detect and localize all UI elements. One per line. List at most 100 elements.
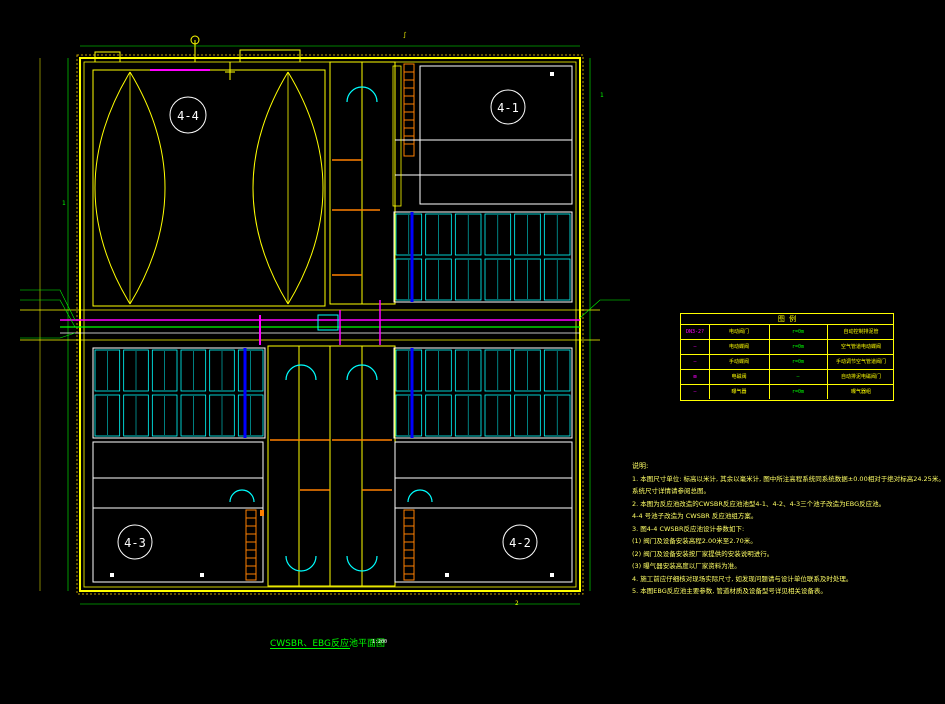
top-section-marker: ∫ bbox=[403, 32, 407, 39]
legend-cell: — bbox=[681, 340, 710, 354]
aerator-cell bbox=[237, 349, 264, 392]
aerator-cell bbox=[425, 258, 452, 301]
aerator-cell bbox=[543, 349, 571, 392]
legend-cell: 曝气器 bbox=[709, 385, 770, 399]
aerator-cell bbox=[425, 349, 452, 392]
notes-line: 3. 图4-4 CWSBR反应池设计参数如下: bbox=[632, 524, 745, 533]
legend-cell: 曝气器组 bbox=[850, 389, 871, 395]
room-4-4-label-circle bbox=[169, 96, 207, 134]
legend-cell: r=0m bbox=[769, 355, 828, 369]
aerator-cell bbox=[180, 394, 207, 437]
aerator-cell bbox=[454, 258, 482, 301]
aerator-cell bbox=[425, 213, 452, 256]
legend-cell: 手动调节空气管道阀门 bbox=[835, 359, 886, 365]
right-section-marker: 1 bbox=[600, 92, 604, 99]
blue-headers bbox=[243, 212, 414, 438]
cyan-arcs bbox=[229, 86, 433, 572]
drawing-scale: 1:200 bbox=[372, 639, 388, 645]
aerator-cell bbox=[514, 349, 541, 392]
aerator-cell bbox=[94, 394, 121, 437]
bottom-section-marker: 2 bbox=[515, 600, 519, 607]
aerator-cell bbox=[395, 258, 423, 301]
markers bbox=[110, 72, 554, 577]
aerator-cell bbox=[209, 349, 235, 392]
aerator-cell bbox=[484, 394, 512, 437]
aerator-grid-frame bbox=[393, 211, 573, 303]
left-leaders bbox=[20, 289, 76, 339]
aerator-cell bbox=[484, 349, 512, 392]
room-4-3-label: 4-3 bbox=[124, 536, 146, 550]
aerator-cell bbox=[425, 394, 452, 437]
legend-cell: DN3-2? bbox=[681, 325, 710, 339]
left-section-marker: 1 bbox=[62, 200, 66, 207]
diffuser-arc-left-2 bbox=[129, 71, 166, 305]
orange-baffles bbox=[270, 159, 392, 491]
aerator-cell bbox=[484, 213, 512, 256]
aerator-cell bbox=[395, 394, 423, 437]
aerator-cell bbox=[454, 349, 482, 392]
notes-line: 2. 本图为反应池改造的CWSBR反应池池型4-1、4-2、4-3三个池子改造为… bbox=[632, 499, 886, 508]
legend-cell: 自动排泥电磁阀门 bbox=[840, 374, 881, 380]
aerator-grid-frame bbox=[92, 347, 266, 439]
design-notes: 说明: 1. 本图尺寸单位: 标高以米计, 其余以毫米计, 图中所注高程系统同系… bbox=[632, 460, 945, 598]
legend-cell: — bbox=[769, 370, 828, 384]
drawing-title: CWSBR、EBG反应池平面图 bbox=[270, 636, 385, 649]
aerator-cell bbox=[514, 258, 541, 301]
legend-cell: 手动蝶阀 bbox=[709, 355, 770, 369]
center-channels bbox=[267, 61, 396, 587]
legend-cell: r=0m bbox=[769, 385, 828, 399]
aerator-cell bbox=[123, 394, 149, 437]
aerator-cell bbox=[237, 394, 264, 437]
legend-cell: 空气管道电动蝶阀 bbox=[840, 344, 881, 350]
aerator-cell bbox=[543, 394, 571, 437]
notes-line: 1. 本图尺寸单位: 标高以米计, 其余以毫米计, 图中所注高程系统同系统数据±… bbox=[632, 474, 945, 483]
room-4-1-label: 4-1 bbox=[497, 101, 519, 115]
aerator-cell bbox=[454, 213, 482, 256]
aerator-cell bbox=[151, 394, 178, 437]
room-4-4 bbox=[92, 69, 326, 307]
room-4-2 bbox=[394, 441, 573, 583]
ladder-bottom-right bbox=[403, 509, 415, 581]
legend-cell: 自动控制排泥管 bbox=[843, 329, 879, 335]
aerator-cell bbox=[123, 349, 149, 392]
ladder-bottom-left bbox=[245, 509, 257, 581]
plan-view: 4-4 bbox=[20, 35, 630, 605]
aerator-cell bbox=[454, 394, 482, 437]
top-pipes bbox=[94, 35, 301, 80]
room-4-1-label-circle bbox=[490, 89, 526, 125]
notes-title: 说明: bbox=[632, 462, 649, 470]
aerator-grid-frame bbox=[393, 347, 573, 439]
title-underline bbox=[270, 648, 350, 649]
legend-cell: 电动蝶阀 bbox=[709, 340, 770, 354]
aerator-cell bbox=[543, 258, 571, 301]
notes-line: (2) 阀门及设备安装按厂家提供的安装说明进行。 bbox=[632, 549, 774, 558]
notes-line: 4. 施工前应仔细核对现场实际尺寸, 如发现问题请与设计单位联系及时处理。 bbox=[632, 574, 853, 583]
aerator-cell bbox=[484, 258, 512, 301]
legend-row: ⊠电磁阀—自动排泥电磁阀门 bbox=[681, 369, 893, 384]
diffuser-arc-left-1 bbox=[94, 71, 131, 305]
room-4-1 bbox=[419, 65, 573, 205]
diffuser-arc-right-1 bbox=[252, 71, 289, 305]
diffuser-arc-right-2 bbox=[287, 71, 324, 305]
room-4-2-label: 4-2 bbox=[509, 536, 531, 550]
aerator-grids bbox=[92, 211, 573, 439]
aerator-cell bbox=[209, 394, 235, 437]
legend-cell: 电磁阀 bbox=[709, 370, 770, 384]
legend-cell: 电动阀门 bbox=[709, 325, 770, 339]
aerator-cell bbox=[180, 349, 207, 392]
room-4-3-label-circle bbox=[117, 524, 153, 560]
aerator-cell bbox=[395, 349, 423, 392]
room-4-3 bbox=[92, 441, 264, 583]
middle-pipe-corridor bbox=[20, 300, 600, 345]
notes-line: (3) 曝气器安装高度以厂家资料为准。 bbox=[632, 562, 741, 570]
cad-drawing: 4-4 bbox=[20, 32, 945, 649]
legend-title: 图 例 bbox=[777, 315, 797, 323]
room-4-4-label: 4-4 bbox=[177, 109, 199, 123]
dimension-lines bbox=[39, 45, 591, 605]
aerator-cell bbox=[543, 213, 571, 256]
